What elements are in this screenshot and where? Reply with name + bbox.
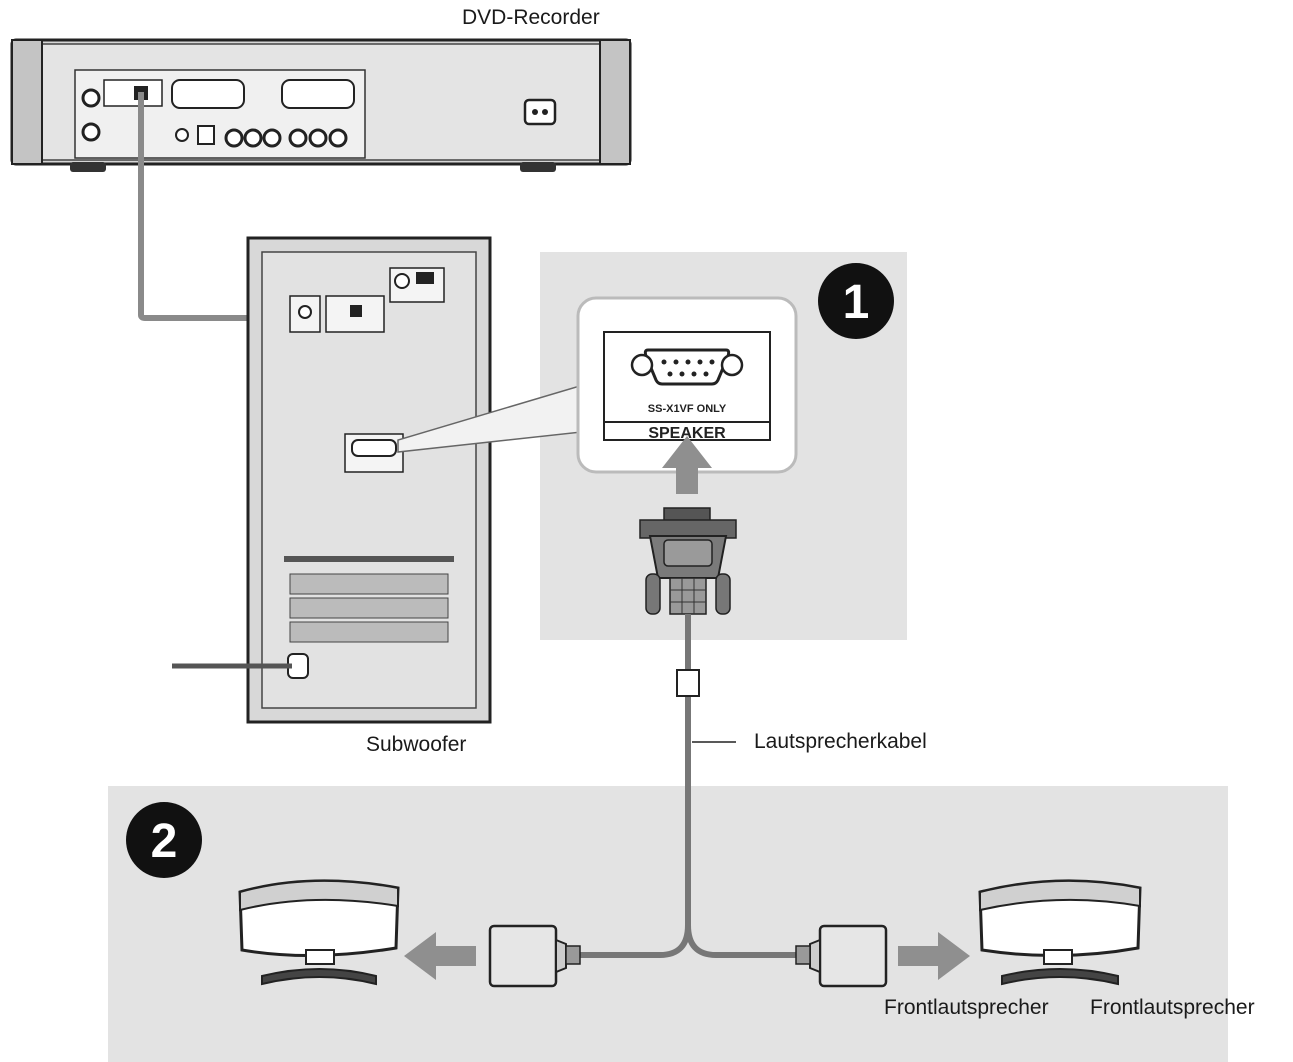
speaker-cable-plug (639, 507, 737, 615)
speaker-cable-label: Lautsprecherkabel (754, 730, 927, 753)
dvd-recorder (10, 38, 632, 172)
system-control-cable (138, 92, 352, 321)
front-speaker-left-label: Frontlautsprecher (884, 996, 1049, 1019)
front-speaker-right (978, 879, 1142, 986)
dvd-recorder-label: DVD-Recorder (462, 6, 600, 29)
speaker-port-callout (576, 296, 798, 474)
step2-badge (126, 802, 202, 878)
subwoofer (246, 236, 492, 724)
arrow-left (404, 932, 476, 980)
insert-arrow-up (662, 436, 712, 494)
arrow-right (898, 932, 970, 980)
speaker-cable (578, 614, 796, 958)
left-speaker-plug (488, 924, 581, 988)
port-name-label: SPEAKER (648, 425, 726, 442)
right-speaker-plug (795, 924, 888, 988)
subwoofer-label: Subwoofer (366, 733, 467, 756)
step1-badge (818, 263, 894, 339)
step2-number: 2 (151, 815, 178, 868)
port-model-label: SS-X1VF ONLY (648, 403, 727, 415)
front-speaker-left (238, 879, 400, 986)
ferrite-core (676, 669, 700, 697)
front-speaker-right-label: Frontlautsprecher (1090, 996, 1255, 1019)
step1-number: 1 (843, 276, 870, 329)
